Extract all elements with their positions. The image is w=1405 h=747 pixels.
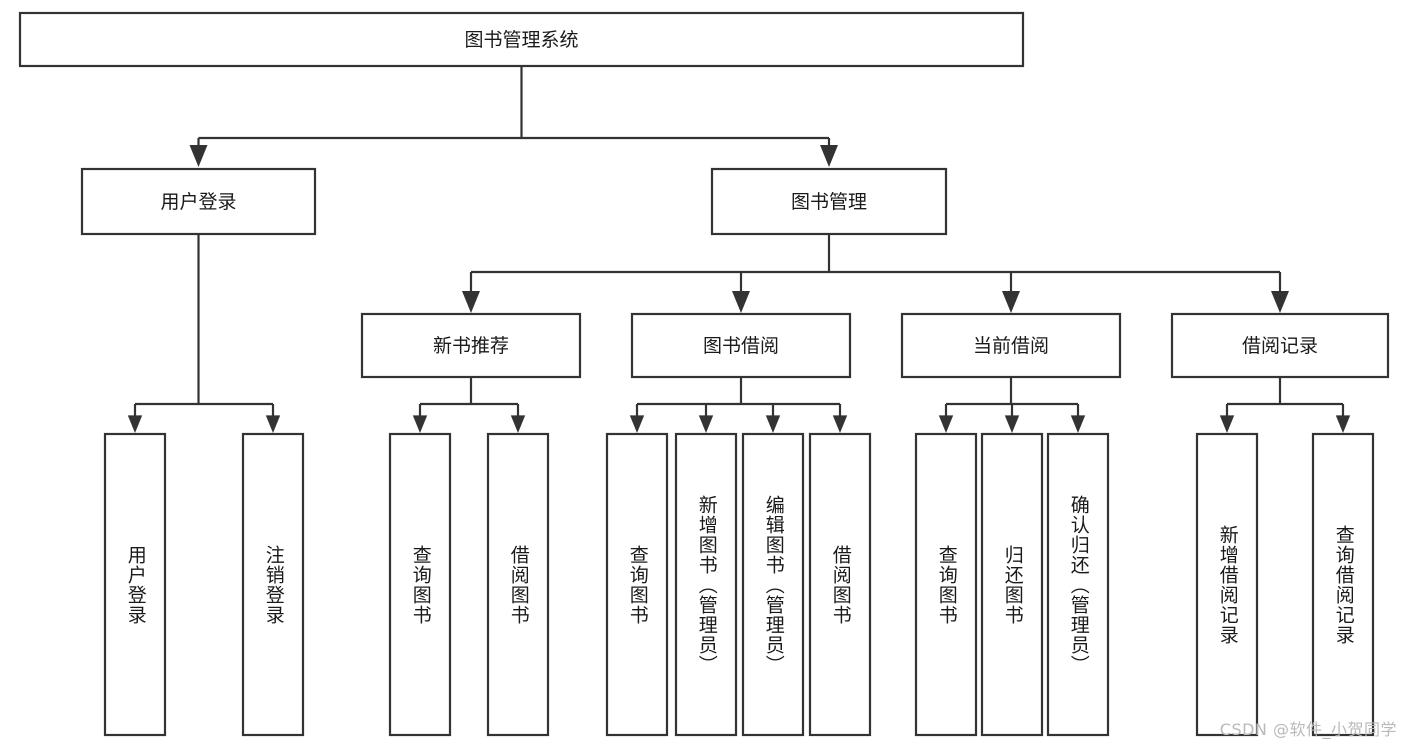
node-user-login[interactable] <box>80 167 317 236</box>
arrow-to-borrow-record <box>1271 291 1289 313</box>
node-leaf-query-book-3[interactable] <box>914 432 978 737</box>
node-leaf-query-borrow-record[interactable] <box>1311 432 1375 737</box>
arrow-to-leaf-query-borrow-record <box>1335 415 1351 433</box>
node-leaf-borrow-book-1[interactable] <box>486 432 550 737</box>
arrow-to-leaf-query-book-3 <box>938 415 954 433</box>
arrow-to-new-book-recommend <box>462 291 480 313</box>
node-label-new-book-recommend: 新书推荐 <box>433 335 509 357</box>
arrow-to-leaf-add-borrow-record <box>1219 415 1235 433</box>
node-leaf-confirm-return-admin[interactable] <box>1046 432 1110 737</box>
arrow-to-leaf-add-book-admin <box>698 415 714 433</box>
arrow-to-leaf-query-book-2 <box>629 415 645 433</box>
edges-layer <box>127 66 1351 433</box>
arrow-to-book-manage <box>820 145 838 167</box>
node-label-book-borrow: 图书借阅 <box>703 335 779 357</box>
arrow-to-leaf-user-login <box>127 415 143 433</box>
node-leaf-logout-login[interactable] <box>241 432 305 737</box>
node-leaf-query-book-2[interactable] <box>605 432 669 737</box>
node-leaf-user-login[interactable] <box>103 432 167 737</box>
arrow-to-book-borrow <box>732 291 750 313</box>
arrow-to-user-login <box>189 145 208 167</box>
arrow-to-current-borrow <box>1002 291 1020 313</box>
node-leaf-query-book-1[interactable] <box>388 432 452 737</box>
node-root[interactable] <box>18 11 1025 68</box>
node-leaf-borrow-book-2[interactable] <box>808 432 872 737</box>
arrow-to-leaf-confirm-return-admin <box>1070 415 1086 433</box>
node-book-borrow[interactable] <box>630 312 852 379</box>
arrow-to-leaf-logout-login <box>265 415 281 433</box>
node-label-borrow-record: 借阅记录 <box>1242 335 1318 357</box>
node-leaf-add-book-admin[interactable] <box>674 432 738 737</box>
arrow-to-leaf-borrow-book-1 <box>510 415 526 433</box>
node-leaf-edit-book-admin[interactable] <box>741 432 805 737</box>
node-new-book-recommend[interactable] <box>360 312 582 379</box>
arrow-to-leaf-query-book-1 <box>412 415 428 433</box>
node-label-user-login: 用户登录 <box>160 191 236 213</box>
arrow-to-leaf-borrow-book-2 <box>832 415 848 433</box>
node-leaf-return-book[interactable] <box>980 432 1044 737</box>
arrow-to-leaf-return-book <box>1004 415 1020 433</box>
arrow-to-leaf-edit-book-admin <box>765 415 781 433</box>
node-borrow-record[interactable] <box>1170 312 1390 379</box>
node-label-current-borrow: 当前借阅 <box>973 335 1049 357</box>
node-label-book-manage: 图书管理 <box>791 191 867 213</box>
node-label-root: 图书管理系统 <box>464 29 578 51</box>
node-leaf-add-borrow-record[interactable] <box>1195 432 1259 737</box>
node-current-borrow[interactable] <box>900 312 1122 379</box>
node-book-manage[interactable] <box>710 167 948 236</box>
watermark-text: CSDN @软件_小贺同学 <box>1219 720 1397 739</box>
